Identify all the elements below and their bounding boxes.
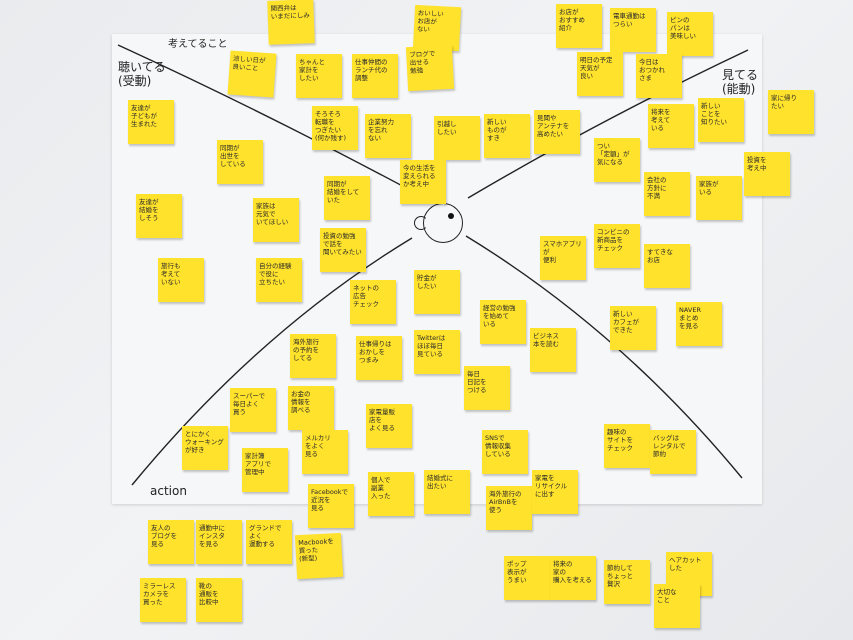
sticky-note: 新しい ものが すき [484, 114, 530, 158]
sticky-note: Macbookを 買った (新型) [294, 532, 344, 580]
sticky-note: 通勤中に インスタ を見る [196, 520, 242, 564]
sticky-note: 友達が 結婚を しそう [136, 194, 182, 238]
sticky-note: お店が おすすめ 紹介 [556, 4, 602, 48]
sticky-note: ちゃんと 家計を したい [296, 54, 342, 98]
sticky-note: 電車通勤は つらい [610, 8, 656, 52]
sticky-note: 家電を リサイクル に出す [532, 470, 578, 514]
sticky-note: スーパーで 毎日よく 買う [230, 388, 276, 432]
sticky-note: 仕事帰りは おかしを つまみ [356, 336, 402, 380]
sticky-note: すてきな お店 [644, 244, 690, 288]
sticky-note: 引越し したい [434, 116, 480, 160]
sticky-note: 友人の ブログを 見る [148, 520, 194, 564]
sticky-note: お金の 情報を 調べる [288, 386, 334, 430]
label-action: action [150, 484, 187, 498]
sticky-note: ミラーレス カメラを 買った [140, 578, 186, 622]
sticky-note: NAVER まとめ を見る [676, 302, 722, 346]
sticky-note: 貯金が したい [414, 270, 460, 314]
label-hear: 聴いてる (受動) [118, 60, 166, 88]
sticky-note: ポップ 表示が うまい [504, 556, 550, 600]
label-think: 考えてること [168, 39, 228, 50]
sticky-note: ネットの 広告 チェック [350, 280, 396, 324]
label-see: 見てる (能動) [722, 68, 759, 96]
sticky-note: Facebookで 近況を 見る [308, 484, 354, 528]
sticky-note: おいしい お店が ない [412, 4, 462, 52]
sticky-note: 会社の 方針に 不満 [644, 172, 690, 216]
sticky-note: ピンの パンは 美味しい [667, 12, 713, 56]
sticky-note: 靴の 通販を 比較中 [196, 578, 242, 622]
sticky-note: 経営の勉強 を始めて いる [480, 300, 526, 344]
sticky-note: 同期が 結婚をして いた [324, 176, 370, 220]
face-drawing [414, 203, 463, 243]
sticky-note: 節約して ちょっと 贅沢 [604, 560, 650, 604]
sticky-note: 今日は おつかれ さま [636, 54, 682, 98]
sticky-note: 関西弁は いまだにしみ [267, 0, 315, 45]
sticky-note: バッグは レンタルで 節約 [650, 430, 696, 474]
sticky-note: 海外旅行 の予約を してる [290, 334, 336, 378]
sticky-note: 見聞や アンテナを 高めたい [534, 110, 580, 154]
sticky-note: 友達が 子どもが 生まれた [128, 100, 174, 144]
sticky-note: 投資を 考え中 [744, 152, 790, 196]
sticky-note: 家計簿 アプリで 管理中 [242, 448, 288, 492]
sticky-note: 企業努力 を忘れ ない [365, 114, 411, 158]
sticky-note: グランドで よく 運動する [246, 520, 292, 564]
sticky-note: メルカリ をよく 見る [302, 430, 348, 474]
sticky-note: 涼しい日が 良いこと [227, 50, 277, 98]
sticky-note: 海外旅行の AirBnBを 使う [486, 486, 532, 530]
sticky-note: 趣味の サイトを チェック [604, 424, 650, 468]
sticky-note: 毎日 日記を つける [464, 366, 510, 410]
sticky-note: 家族が いる [696, 176, 742, 220]
sticky-note: 大切な こと [654, 584, 700, 628]
sticky-note: 今の生活を 変えられる か考え中 [400, 160, 446, 204]
face-eye [448, 213, 454, 219]
sticky-note: 旅行も 考えて いない [158, 258, 204, 302]
sticky-note: 結婚式に 出たい [424, 470, 470, 514]
sticky-note: 将来を 考えて いる [648, 104, 694, 148]
sticky-note: 自分の経験 で役に 立ちたい [256, 258, 302, 302]
sticky-note: SNSで 情報収集 している [482, 430, 528, 474]
sticky-note: ブログで 出せる 勉強 [405, 44, 455, 92]
sticky-note: ビジネス 本を読む [530, 328, 576, 372]
sticky-note: Twitterは ほぼ毎日 見ている [414, 330, 460, 374]
sticky-note: スマホアプリ が 便利 [540, 236, 586, 280]
sticky-note: つい 「定額」が 気になる [594, 138, 640, 182]
sticky-note: コンビニの 新商品を チェック [594, 224, 640, 268]
sticky-note: 新しい カフェが できた [610, 306, 656, 350]
sticky-note: 将来の 家の 購入を考える [550, 556, 596, 600]
sticky-note: 投資の勉強 で話を 聞いてみたい [320, 228, 366, 272]
sticky-note: そろそろ 転職を つぎたい (何か残す) [312, 106, 358, 150]
sticky-note: 家に帰り たい [768, 90, 814, 134]
sticky-note: 同期が 出世を している [217, 140, 263, 184]
sticky-note: 家電量販 店を よく見る [366, 404, 412, 448]
sticky-note: 仕事仲間の ランチ代の 調整 [352, 54, 398, 98]
sticky-note: 家族は 元気で いてほしい [253, 198, 299, 242]
sticky-note: 明日の予定 天気が 良い [577, 52, 623, 96]
sticky-note: 新しい ことを 知りたい [698, 98, 744, 142]
face-ear [414, 216, 428, 230]
sticky-note: 個人で 副業 入った [368, 472, 414, 516]
sticky-note: とにかく ウォーキング が好き [182, 426, 228, 470]
